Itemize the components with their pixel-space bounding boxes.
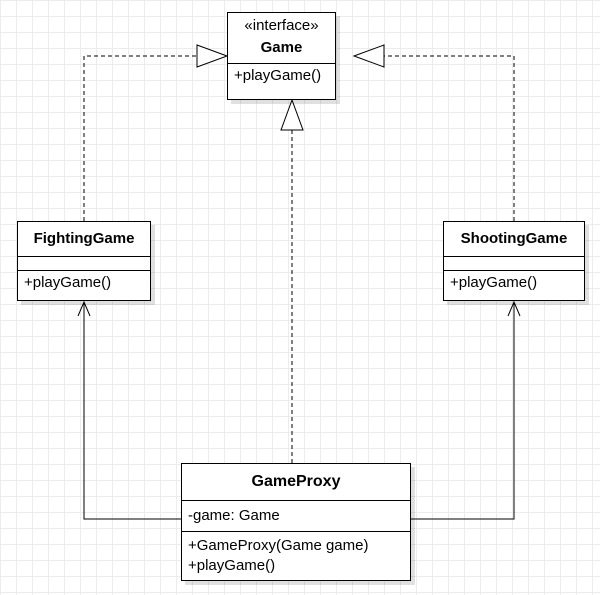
class-shootinggame-header: ShootingGame [444,222,584,256]
class-shootinggame-op-playgame: +playGame() [450,274,538,291]
edge-fightinggame-to-game[interactable] [83,55,197,221]
class-game-stereotype: «interface» [244,17,319,34]
class-game[interactable]: «interface» Game +playGame() [227,12,336,100]
class-gameproxy-op-playgame: +playGame() [188,557,276,574]
realization-arrowhead-top [280,98,304,131]
class-game-op-playgame: +playGame() [234,67,322,84]
class-gameproxy-attr-game: -game: Game [188,507,280,524]
association-arrowhead-left [77,300,91,317]
class-gameproxy-name: GameProxy [251,473,341,490]
class-fightinggame-operations: +playGame() [18,270,150,301]
class-shootinggame-attributes [444,256,584,270]
class-gameproxy-header: GameProxy [182,464,410,500]
edge-gameproxy-to-fightinggame[interactable] [83,302,181,520]
class-fightinggame-header: FightingGame [18,222,150,256]
class-gameproxy-operations: +GameProxy(Game game) +playGame() [182,531,410,581]
class-gameproxy-op-constructor: +GameProxy(Game game) [188,537,369,554]
class-game-operations: +playGame() [228,63,335,100]
class-fightinggame-op-playgame: +playGame() [24,274,112,291]
class-shootinggame-name: ShootingGame [460,230,568,247]
edge-gameproxy-to-shootinggame[interactable] [411,302,515,520]
class-game-name: Game [260,39,303,56]
association-arrowhead-right [507,300,521,317]
realization-arrowhead-left [196,44,229,68]
class-gameproxy-attributes: -game: Game [182,500,410,531]
class-fightinggame-name: FightingGame [33,230,135,247]
class-shootinggame-operations: +playGame() [444,270,584,301]
class-gameproxy[interactable]: GameProxy -game: Game +GameProxy(Game ga… [181,463,411,581]
class-fightinggame-attributes [18,256,150,270]
realization-arrowhead-right [352,44,385,68]
class-game-header: «interface» Game [228,13,335,63]
edge-shootinggame-to-game[interactable] [384,55,515,221]
class-shootinggame[interactable]: ShootingGame +playGame() [443,221,585,301]
class-fightinggame[interactable]: FightingGame +playGame() [17,221,151,301]
